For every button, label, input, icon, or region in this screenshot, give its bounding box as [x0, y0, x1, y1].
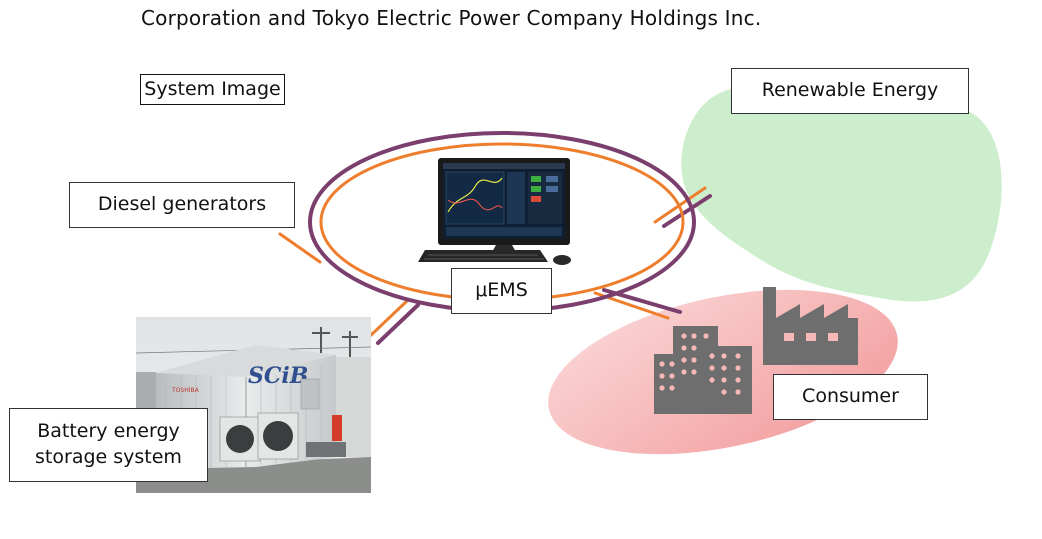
consumer-label: Consumer — [773, 374, 928, 420]
header-caption: Corporation and Tokyo Electric Power Com… — [141, 6, 762, 30]
container-logo: SCiB — [248, 363, 308, 389]
uems-label: μEMS — [451, 268, 552, 314]
battery-storage-label: Battery energy storage system — [9, 408, 208, 482]
renewable-blob — [681, 84, 1002, 302]
ac-units — [219, 412, 299, 462]
system-image-label: System Image — [140, 74, 285, 105]
diesel-generators-label: Diesel generators — [69, 182, 295, 228]
monitor-icon — [418, 158, 571, 265]
factory-icon — [763, 287, 858, 365]
renewable-energy-label: Renewable Energy — [731, 68, 969, 114]
battery-label-line1: Battery energy — [37, 420, 180, 443]
building-icon — [654, 326, 752, 414]
container-brand: TOSHIBA — [171, 387, 200, 394]
battery-label-line2: storage system — [35, 446, 182, 468]
